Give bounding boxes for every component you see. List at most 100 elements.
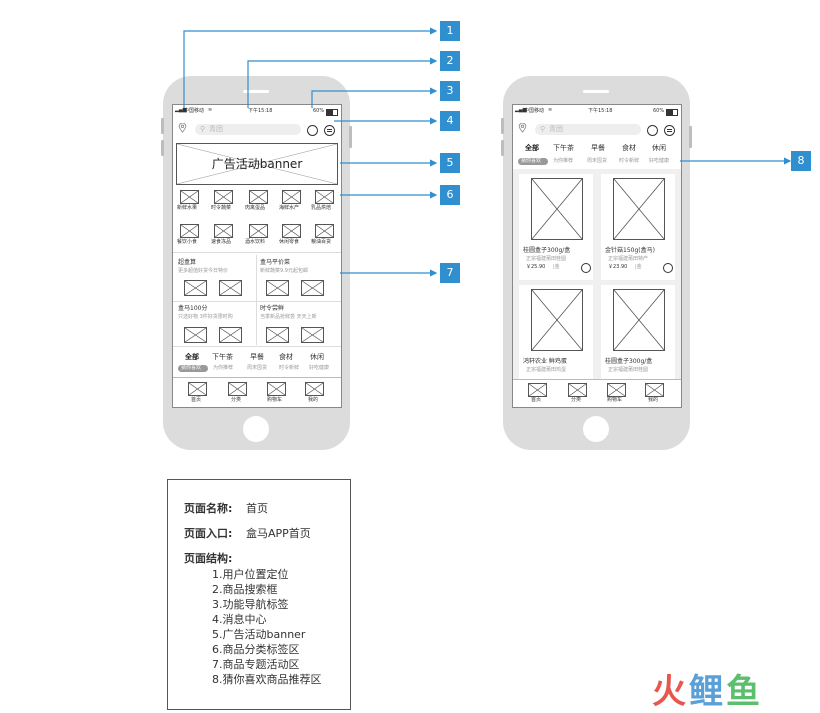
category-icon[interactable] [315, 224, 334, 238]
callout-7: 7 [440, 263, 460, 283]
category-icon[interactable] [214, 190, 233, 204]
category-icon[interactable] [249, 224, 268, 238]
subtab-label[interactable]: 好吃健康 [309, 365, 330, 371]
promo-subtitle: 只选好物 3件好货限时购 [178, 314, 233, 320]
home-button [243, 416, 269, 442]
promo-image[interactable] [266, 280, 289, 296]
scan-icon[interactable] [307, 125, 318, 136]
tab-afternoon-tea[interactable]: 下午茶 [553, 144, 574, 152]
product-card[interactable]: 桂圆盒子300g/盒 正宗福建莆田桂圆 [601, 285, 675, 379]
subtab-label[interactable]: 时令新鲜 [619, 158, 640, 164]
product-desc: 正宗福建莆田特产 [608, 256, 649, 262]
battery-icon [666, 109, 678, 116]
signal-icon: ▂▄▆ [515, 107, 527, 113]
promo-subtitle: 新鲜蔬菜9.9元起包邮 [260, 268, 308, 274]
category-label: 海鲜水产 [279, 205, 300, 211]
promo-image[interactable] [266, 327, 289, 343]
callout-line-3 [311, 87, 438, 108]
category-nav-icon[interactable] [568, 383, 587, 397]
category-icon[interactable] [315, 190, 334, 204]
promo-image[interactable] [184, 280, 207, 296]
page-entry-label: 页面入口: [184, 527, 233, 540]
subtab-label[interactable]: 为你推荐 [213, 365, 234, 371]
product-desc: 正宗福建莆田桂圆 [608, 367, 649, 373]
profile-nav-icon[interactable] [305, 382, 324, 396]
location-pin-icon[interactable] [518, 123, 527, 133]
product-card[interactable]: 桂圆盒子300g/盒 正宗福建莆田桂圆 ￥25.90 |金 [519, 174, 593, 280]
structure-item: 6.商品分类标签区 [212, 643, 300, 656]
category-label: 时令蔬菜 [211, 205, 232, 211]
structure-item: 3.功能导航标签 [212, 598, 289, 611]
message-center-icon[interactable] [664, 125, 675, 136]
nav-label-profile: 我的 [308, 397, 319, 403]
tab-leisure[interactable]: 休闲 [310, 353, 324, 361]
search-placeholder: 青团 [209, 125, 223, 133]
category-icon[interactable] [180, 190, 199, 204]
tab-leisure[interactable]: 休闲 [652, 144, 666, 152]
category-icon[interactable] [282, 224, 301, 238]
message-center-icon[interactable] [324, 125, 335, 136]
status-time: 下午15:18 [588, 108, 613, 114]
tab-breakfast[interactable]: 早餐 [591, 144, 605, 152]
add-to-cart-icon[interactable] [663, 263, 673, 273]
cart-nav-icon[interactable] [607, 383, 626, 397]
tab-all[interactable]: 全部 [525, 144, 539, 152]
product-desc: 正宗福建莆田桂圆 [526, 256, 567, 262]
category-icon[interactable] [282, 190, 301, 204]
category-icon[interactable] [214, 224, 233, 238]
tab-ingredients[interactable]: 食材 [622, 144, 636, 152]
structure-item: 4.消息中心 [212, 613, 267, 626]
promo-image[interactable] [301, 327, 324, 343]
location-pin-icon[interactable] [178, 123, 187, 133]
callout-8: 8 [791, 151, 811, 171]
page-entry-value: 盒马APP首页 [246, 527, 311, 540]
home-nav-icon[interactable] [528, 383, 547, 397]
category-nav-icon[interactable] [228, 382, 247, 396]
subtab-label[interactable]: 周末囤货 [247, 365, 268, 371]
tab-ingredients[interactable]: 食材 [279, 353, 293, 361]
product-name: 桂圆盒子300g/盒 [605, 358, 653, 365]
subtab-label[interactable]: 周末囤货 [587, 158, 608, 164]
search-input[interactable]: ⚲ 青团 [195, 124, 301, 135]
left-screen: ▂▄▆ 中国移动 ≋ 下午15:18 60% ⚲ 青团 广告活动banner 新… [172, 104, 342, 408]
promo-image[interactable] [301, 280, 324, 296]
product-card[interactable]: 金针菇150g(盒马) 正宗福建莆田特产 ￥23.90 |金 [601, 174, 675, 280]
nav-label-cart: 购物车 [607, 397, 623, 403]
product-card[interactable]: 鸿轩农业 鲜鸡蛋 正宗福建莆田鸡蛋 [519, 285, 593, 379]
nav-label-category: 分类 [571, 397, 582, 403]
search-input[interactable]: ⚲ 青团 [535, 124, 641, 135]
category-icon[interactable] [249, 190, 268, 204]
add-to-cart-icon[interactable] [581, 263, 591, 273]
category-icon[interactable] [180, 224, 199, 238]
subtab-selected[interactable] [178, 365, 208, 372]
profile-nav-icon[interactable] [645, 383, 664, 397]
cart-nav-icon[interactable] [267, 382, 286, 396]
promo-image[interactable] [219, 280, 242, 296]
tab-all[interactable]: 全部 [185, 353, 199, 361]
subtab-label[interactable]: 好吃健康 [649, 158, 670, 164]
right-screen: ▂▄▆ 中国移动 ≋ 下午15:18 60% ⚲ 青团 全部 下午茶 早餐 食材… [512, 104, 682, 408]
description-box: 页面名称: 首页 页面入口: 盒马APP首页 页面结构: 1.用户位置定位 2.… [167, 479, 351, 710]
ad-banner[interactable]: 广告活动banner [176, 143, 338, 185]
wifi-icon: ≋ [208, 107, 213, 113]
signal-icon: ▂▄▆ [175, 107, 187, 113]
tab-breakfast[interactable]: 早餐 [250, 353, 264, 361]
product-image [613, 289, 665, 351]
scan-icon[interactable] [647, 125, 658, 136]
promo-image[interactable] [184, 327, 207, 343]
product-image [531, 289, 583, 351]
tab-afternoon-tea[interactable]: 下午茶 [212, 353, 233, 361]
callout-line-2 [247, 57, 438, 108]
subtab-label[interactable]: 时令新鲜 [279, 365, 300, 371]
nav-label-profile: 我的 [648, 397, 659, 403]
home-nav-icon[interactable] [188, 382, 207, 396]
search-icon: ⚲ [540, 125, 546, 133]
subtab-selected[interactable] [518, 158, 548, 165]
structure-item: 2.商品搜索框 [212, 583, 278, 596]
structure-item: 5.广告活动banner [212, 628, 306, 641]
category-label: 休闲零食 [279, 239, 300, 245]
promo-image[interactable] [219, 327, 242, 343]
subtab-label[interactable]: 为你推荐 [553, 158, 574, 164]
callout-3: 3 [440, 81, 460, 101]
